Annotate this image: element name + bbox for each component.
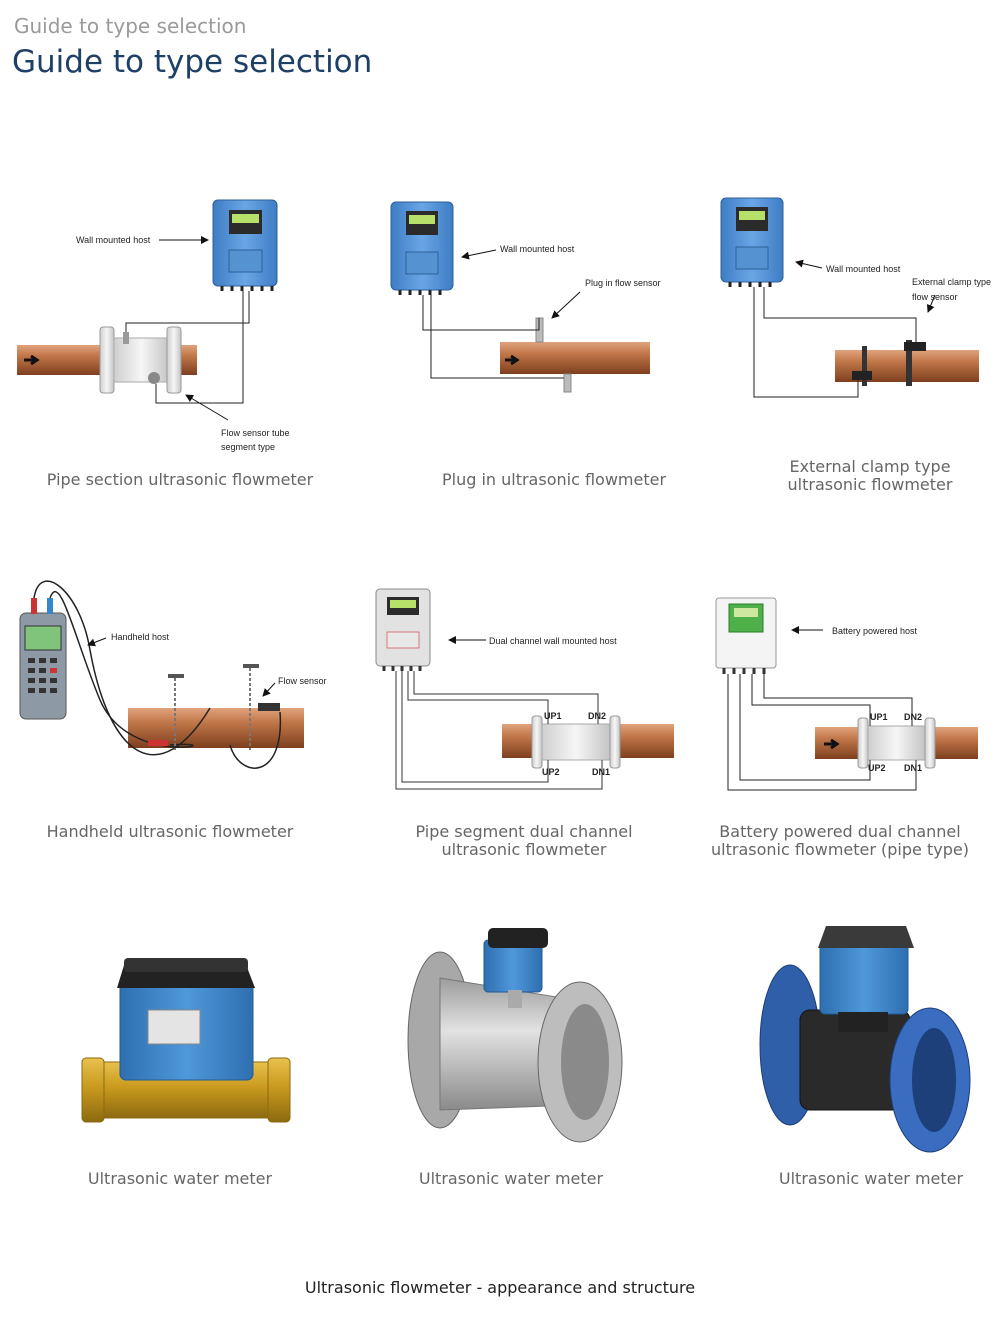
diagram-pipe-section: Wall mounted host Flow sensor tube segme…: [17, 199, 290, 452]
label-sensor-2: flow sensor: [912, 292, 958, 302]
label-up2: UP2: [868, 763, 886, 773]
caption-clamp-line-2: ultrasonic flowmeter: [787, 475, 953, 494]
label-up1: UP1: [870, 712, 888, 722]
label-up1: UP1: [544, 711, 562, 721]
diagram-clamp: Wall mounted host External clamp type fl…: [720, 197, 991, 398]
label-host: Handheld host: [111, 632, 170, 642]
label-dn1: DN1: [904, 763, 922, 773]
caption-battery-dual: Battery powered dual channel ultrasonic …: [690, 823, 990, 859]
label-host: Dual channel wall mounted host: [489, 636, 617, 646]
label-up2: UP2: [542, 767, 560, 777]
diagram-battery-dual: Battery powered host UP1 DN2 UP2 DN1: [715, 597, 978, 791]
footer-caption: Ultrasonic flowmeter - appearance and st…: [304, 1278, 696, 1297]
label-dn2: DN2: [588, 711, 606, 721]
caption-meter-2: Ultrasonic water meter: [418, 1169, 604, 1188]
caption-meter-3: Ultrasonic water meter: [778, 1169, 964, 1188]
diagram-plug-in: Wall mounted host Plug in flow sensor: [390, 201, 661, 393]
label-host: Wall mounted host: [500, 244, 575, 254]
copper-pipe: [500, 342, 650, 374]
flow-arrow-icon: [24, 354, 40, 366]
water-meter-brass: [81, 958, 291, 1123]
caption-dual-pipe-line-1: Pipe segment dual channel: [415, 822, 633, 841]
caption-clamp: External clamp type ultrasonic flowmeter: [720, 458, 1000, 494]
caption-battery-dual-line-1: Battery powered dual channel: [719, 822, 961, 841]
caption-battery-dual-line-2: ultrasonic flowmeter (pipe type): [711, 840, 969, 859]
label-sensor: Plug in flow sensor: [585, 278, 661, 288]
flow-arrow-icon: [505, 354, 520, 366]
diagram-handheld: Handheld host Flow sensor: [19, 580, 327, 769]
caption-meter-1: Ultrasonic water meter: [87, 1169, 273, 1188]
caption-handheld: Handheld ultrasonic flowmeter: [46, 822, 294, 841]
flow-arrow-icon: [824, 738, 840, 750]
label-dn1: DN1: [592, 767, 610, 777]
caption-pipe-section: Pipe section ultrasonic flowmeter: [46, 470, 314, 489]
label-host: Wall mounted host: [76, 235, 151, 245]
diagram-dual-pipe: Dual channel wall mounted host UP1 DN2 U…: [375, 588, 674, 790]
label-dn2: DN2: [904, 712, 922, 722]
caption-plug-in: Plug in ultrasonic flowmeter: [441, 470, 667, 489]
page-title: Guide to type selection: [12, 44, 373, 80]
label-host: Wall mounted host: [826, 264, 901, 274]
breadcrumb: Guide to type selection: [14, 14, 247, 38]
label-sensor-1: Flow sensor tube: [221, 428, 290, 438]
label-sensor: Flow sensor: [278, 676, 327, 686]
sensor-tube-segment: [867, 725, 926, 761]
label-sensor-1: External clamp type: [912, 277, 991, 287]
caption-dual-pipe-line-2: ultrasonic flowmeter: [441, 840, 607, 859]
caption-clamp-line-1: External clamp type: [789, 457, 951, 476]
water-meter-steel: [407, 928, 623, 1143]
label-sensor-2: segment type: [221, 442, 275, 452]
caption-dual-pipe: Pipe segment dual channel ultrasonic flo…: [374, 823, 674, 859]
water-meter-blue: [759, 926, 971, 1153]
sensor-tube-segment: [113, 337, 170, 383]
label-host: Battery powered host: [832, 626, 918, 636]
sensor-tube-segment: [541, 723, 611, 761]
